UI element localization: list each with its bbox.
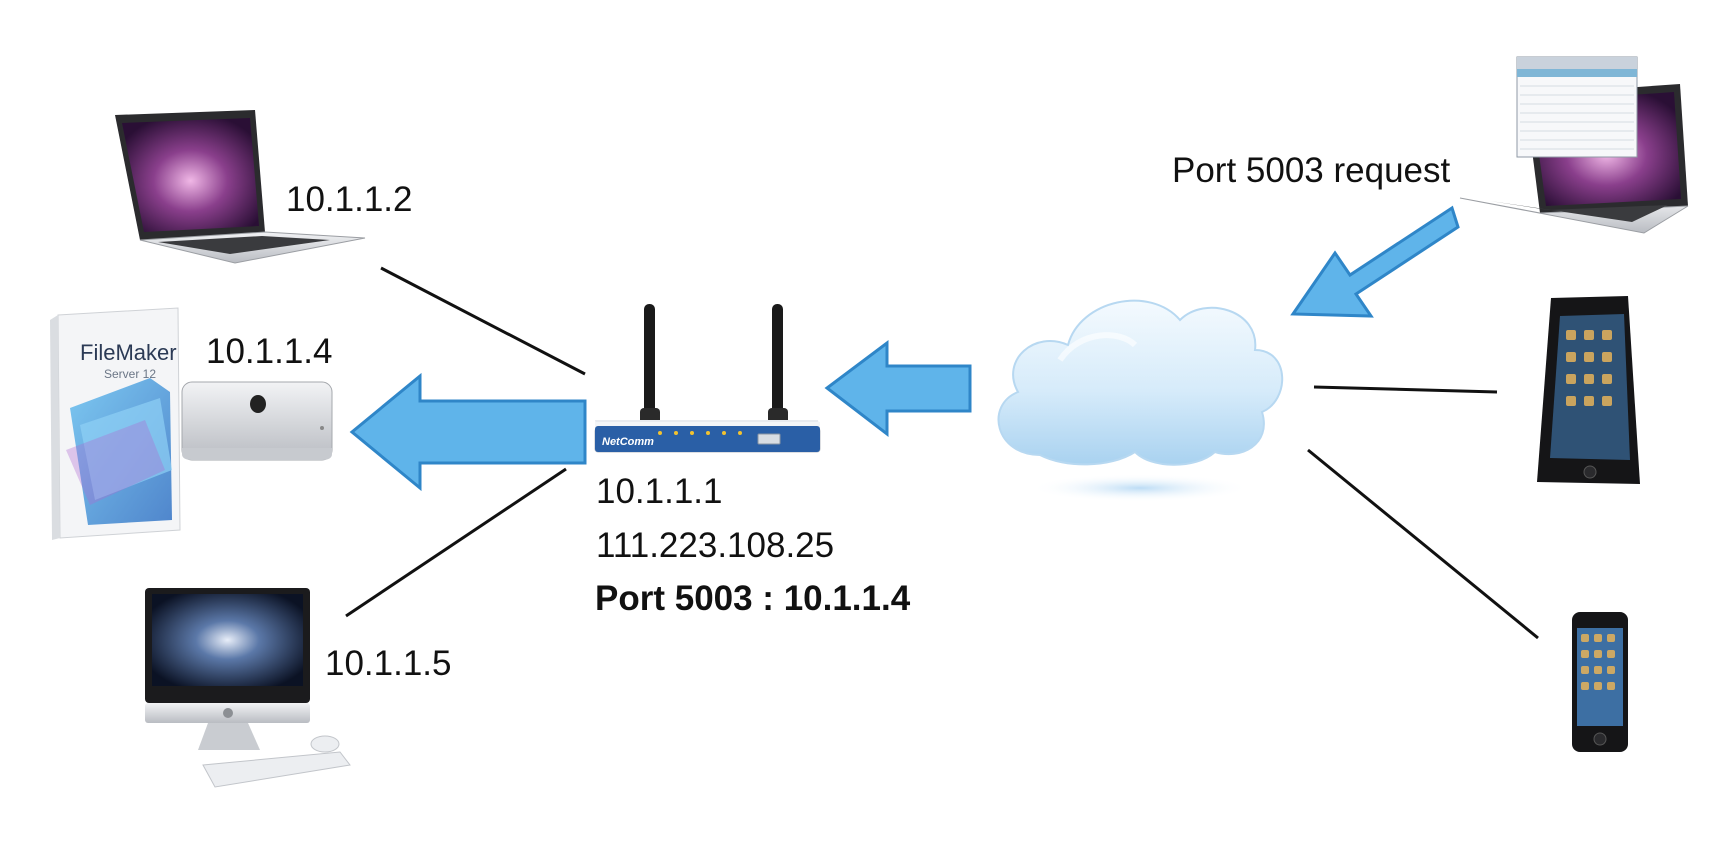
svg-text:Server 12: Server 12 — [104, 367, 156, 381]
arrow-cloud-to-router — [824, 340, 972, 438]
svg-text:NetComm: NetComm — [602, 436, 654, 448]
link-laptop-router — [380, 266, 586, 376]
link-imac-router — [345, 467, 567, 618]
port-forward-rule-label: Port 5003 : 10.1.1.4 — [595, 579, 911, 618]
mac-mini-icon — [181, 381, 333, 461]
router-wan-ip-label: 111.223.108.25 — [596, 526, 835, 565]
svg-text:FileMaker: FileMaker — [80, 340, 177, 365]
laptop-icon — [115, 110, 366, 264]
router-icon: NetComm — [594, 304, 821, 453]
links — [345, 266, 1539, 640]
router-lan-ip-label: 10.1.1.1 — [596, 472, 723, 511]
link-cloud-ipad — [1313, 385, 1498, 394]
server-ip-label: 10.1.1.4 — [206, 332, 333, 371]
port-request-label: Port 5003 request — [1172, 151, 1451, 190]
imac-ip-label: 10.1.1.5 — [325, 644, 452, 683]
arrow-router-to-server — [349, 372, 587, 492]
arrow-request-to-cloud — [1290, 205, 1460, 318]
link-cloud-iphone — [1307, 448, 1539, 640]
app-window-icon — [1516, 56, 1638, 158]
filemaker-box-icon: FileMaker Server 12 — [50, 307, 181, 540]
imac-icon — [145, 588, 351, 788]
cloud-icon — [997, 299, 1284, 502]
phone-icon — [1572, 612, 1628, 752]
laptop-left-ip-label: 10.1.1.2 — [286, 180, 413, 219]
laptop-icon — [1459, 56, 1689, 234]
tablet-icon — [1537, 296, 1640, 484]
